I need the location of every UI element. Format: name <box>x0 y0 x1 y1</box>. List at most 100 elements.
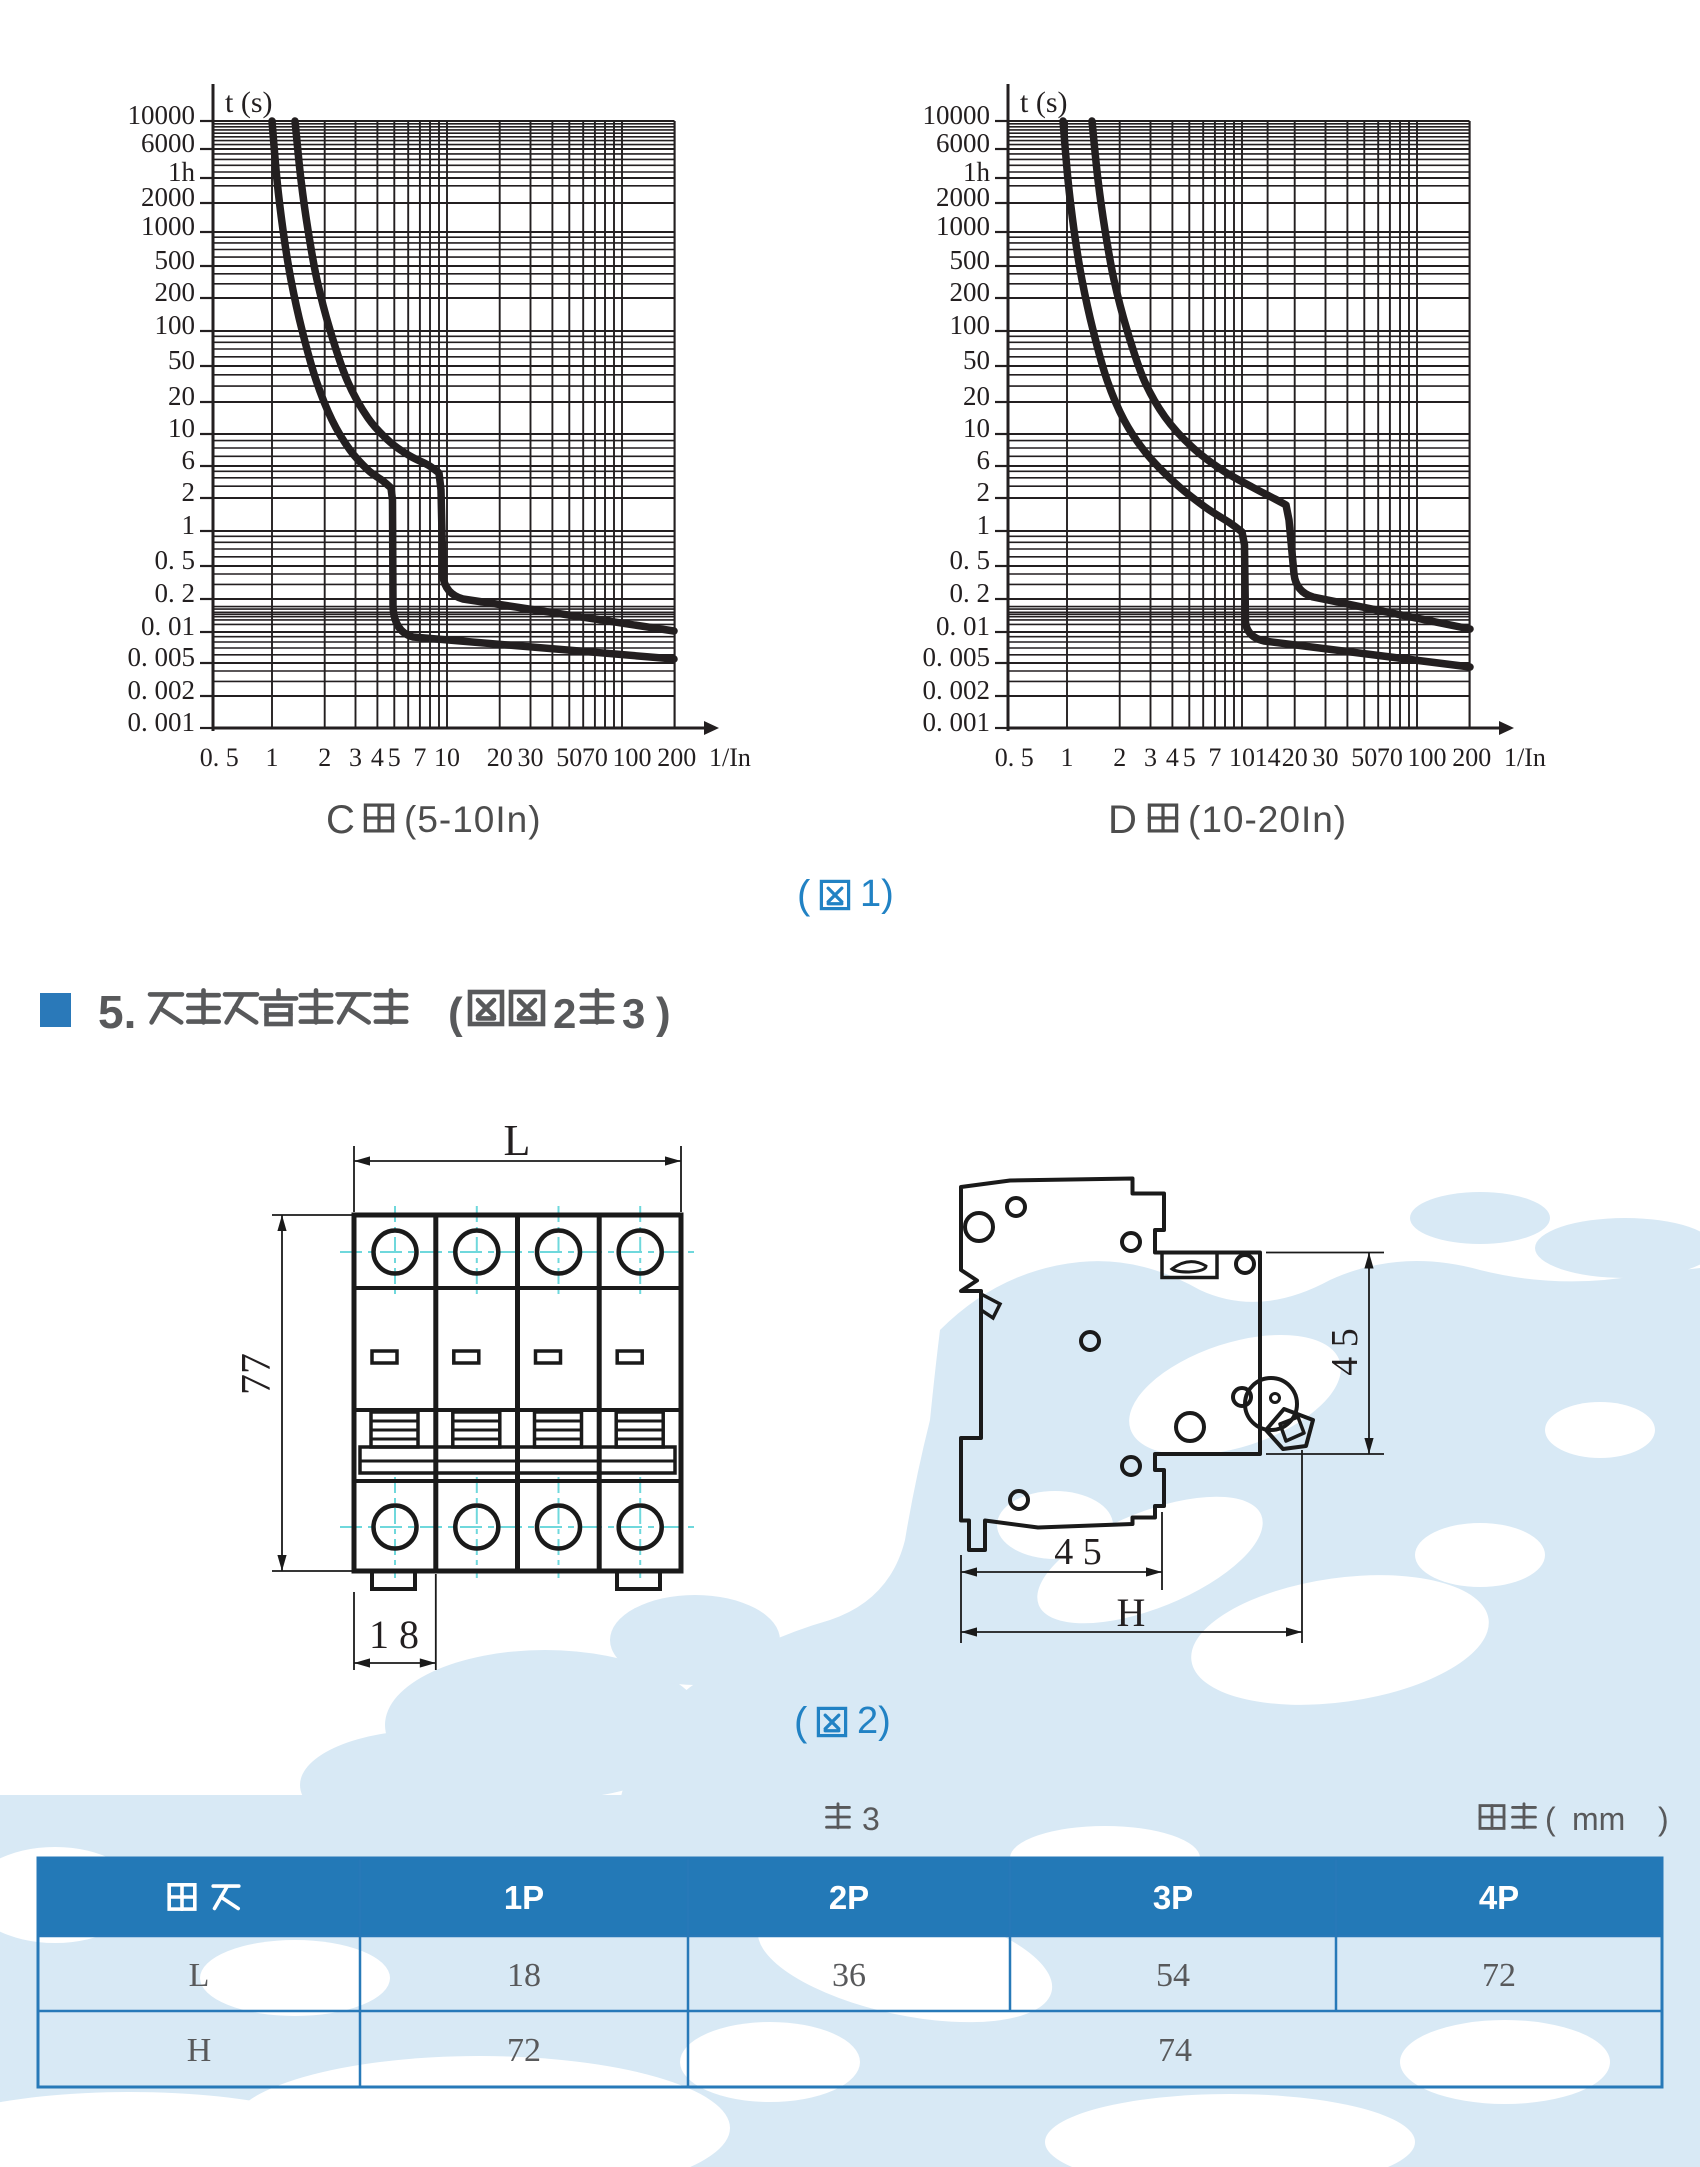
svg-text:74: 74 <box>1158 2032 1192 2069</box>
svg-text:1: 1 <box>1061 743 1074 772</box>
svg-text:100: 100 <box>613 743 652 772</box>
svg-text:2): 2) <box>857 1700 891 1742</box>
svg-text:50: 50 <box>1351 743 1377 772</box>
svg-text:10000: 10000 <box>923 100 991 130</box>
svg-text:0. 01: 0. 01 <box>141 611 195 641</box>
svg-text:1: 1 <box>266 743 279 772</box>
svg-text:200: 200 <box>950 277 991 307</box>
svg-text:0. 5: 0. 5 <box>995 743 1034 772</box>
svg-text:0. 001: 0. 001 <box>128 707 196 737</box>
svg-text:20: 20 <box>487 743 513 772</box>
svg-text:0. 5: 0. 5 <box>200 743 239 772</box>
svg-text:7: 7 <box>413 743 426 772</box>
svg-text:1h: 1h <box>168 157 196 187</box>
svg-text:6: 6 <box>977 445 991 475</box>
svg-text:H: H <box>1117 1590 1146 1635</box>
svg-text:mm: mm <box>1572 1801 1625 1837</box>
svg-text:1000: 1000 <box>141 211 195 241</box>
svg-text:1h: 1h <box>963 157 991 187</box>
svg-text:(: ( <box>797 873 811 917</box>
svg-text:77: 77 <box>234 1353 280 1395</box>
svg-text:18: 18 <box>507 1957 541 1994</box>
svg-text:H: H <box>187 2032 212 2069</box>
svg-text:2: 2 <box>1113 743 1126 772</box>
svg-text:3: 3 <box>349 743 362 772</box>
svg-text:14: 14 <box>1255 743 1281 772</box>
svg-text:1: 1 <box>182 510 196 540</box>
svg-text:10: 10 <box>168 413 195 443</box>
svg-text:500: 500 <box>950 245 991 275</box>
svg-text:6000: 6000 <box>141 128 195 158</box>
svg-text:0. 005: 0. 005 <box>923 642 991 672</box>
svg-text:20: 20 <box>168 381 195 411</box>
svg-text:3: 3 <box>862 1801 880 1837</box>
svg-text:(: ( <box>794 1700 808 1744</box>
svg-text:10000: 10000 <box>128 100 196 130</box>
svg-text:2: 2 <box>977 477 991 507</box>
svg-text:t (s): t (s) <box>1020 86 1068 119</box>
svg-text:1): 1) <box>860 873 894 915</box>
svg-text:72: 72 <box>507 2032 541 2069</box>
svg-text:3P: 3P <box>1153 1879 1193 1916</box>
svg-text:2: 2 <box>553 990 576 1037</box>
svg-text:30: 30 <box>518 743 544 772</box>
svg-text:10: 10 <box>963 413 990 443</box>
svg-text:2: 2 <box>182 477 196 507</box>
svg-text:1P: 1P <box>504 1879 544 1916</box>
svg-text:2P: 2P <box>829 1879 869 1916</box>
svg-text:72: 72 <box>1482 1957 1516 1994</box>
svg-text:0. 005: 0. 005 <box>128 642 196 672</box>
svg-text:4 5: 4 5 <box>1324 1328 1366 1376</box>
svg-text:500: 500 <box>155 245 196 275</box>
svg-text:1000: 1000 <box>936 211 990 241</box>
svg-text:54: 54 <box>1156 1957 1190 1994</box>
svg-text:): ) <box>656 989 671 1038</box>
svg-text:1/In: 1/In <box>709 743 751 772</box>
svg-text:1: 1 <box>977 510 991 540</box>
svg-text:1/In: 1/In <box>1504 743 1546 772</box>
svg-text:0. 2: 0. 2 <box>155 578 196 608</box>
svg-text:20: 20 <box>1282 743 1308 772</box>
svg-text:0. 5: 0. 5 <box>155 545 196 575</box>
svg-text:4: 4 <box>371 743 384 772</box>
svg-text:100: 100 <box>155 310 196 340</box>
svg-text:4 5: 4 5 <box>1054 1531 1102 1573</box>
svg-text:70: 70 <box>1377 743 1403 772</box>
svg-text:4: 4 <box>1166 743 1179 772</box>
svg-text:100: 100 <box>1408 743 1447 772</box>
svg-text:0. 002: 0. 002 <box>923 675 991 705</box>
svg-text:0. 01: 0. 01 <box>936 611 990 641</box>
svg-text:30: 30 <box>1313 743 1339 772</box>
svg-text:7: 7 <box>1208 743 1221 772</box>
svg-text:0. 002: 0. 002 <box>128 675 196 705</box>
svg-text:200: 200 <box>1452 743 1491 772</box>
svg-text:2: 2 <box>318 743 331 772</box>
svg-text:5: 5 <box>388 743 401 772</box>
svg-text:(: ( <box>448 989 463 1038</box>
svg-text:3: 3 <box>622 990 645 1037</box>
svg-text:2000: 2000 <box>936 182 990 212</box>
svg-text:(: ( <box>1545 1801 1556 1837</box>
svg-text:20: 20 <box>963 381 990 411</box>
svg-text:6: 6 <box>182 445 196 475</box>
svg-text:3: 3 <box>1144 743 1157 772</box>
svg-text:5.: 5. <box>98 986 136 1038</box>
svg-text:L: L <box>504 1116 531 1165</box>
svg-text:t (s): t (s) <box>225 86 273 119</box>
svg-text:0. 5: 0. 5 <box>950 545 991 575</box>
svg-text:2000: 2000 <box>141 182 195 212</box>
svg-text:4P: 4P <box>1479 1879 1519 1916</box>
svg-text:200: 200 <box>657 743 696 772</box>
svg-text:6000: 6000 <box>936 128 990 158</box>
svg-text:50: 50 <box>556 743 582 772</box>
svg-text:): ) <box>1658 1801 1669 1837</box>
svg-text:70: 70 <box>582 743 608 772</box>
svg-text:50: 50 <box>963 345 990 375</box>
svg-text:10: 10 <box>1229 743 1255 772</box>
svg-text:D: D <box>1108 798 1137 842</box>
svg-text:5: 5 <box>1183 743 1196 772</box>
svg-text:0. 2: 0. 2 <box>950 578 991 608</box>
svg-text:0. 001: 0. 001 <box>923 707 991 737</box>
svg-text:36: 36 <box>832 1957 866 1994</box>
svg-text:L: L <box>189 1957 210 1994</box>
